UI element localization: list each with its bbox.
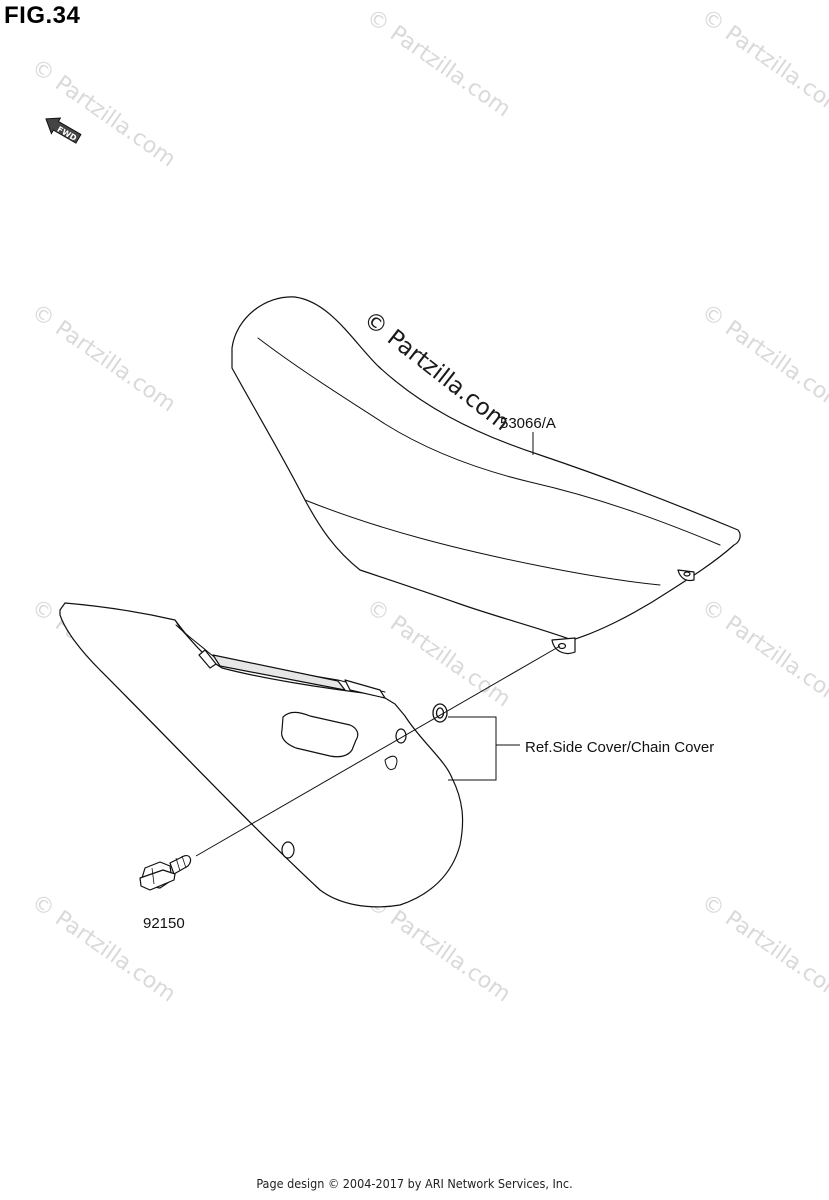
watermark-tile: © Partzilla.com xyxy=(362,4,515,122)
part-label-seat[interactable]: 53066/A xyxy=(500,415,556,432)
watermark-tile: © Partzilla.com xyxy=(27,889,180,1007)
figure-title: FIG.34 xyxy=(4,2,81,29)
part-label-bolt[interactable]: 92150 xyxy=(143,915,185,932)
fwd-arrow-icon: FWD xyxy=(45,117,82,144)
bolt-drawing xyxy=(139,855,192,891)
grommet-drawing xyxy=(432,703,448,723)
watermark-tile: © Partzilla.com xyxy=(697,299,829,417)
side-cover-drawing xyxy=(59,602,464,908)
leader-lines xyxy=(195,432,561,857)
watermark-tile: © Partzilla.com xyxy=(697,4,829,122)
watermark-tile: © Partzilla.com xyxy=(697,594,829,712)
watermark-tile: © Partzilla.com xyxy=(697,889,829,1007)
watermark-tile: © Partzilla.com xyxy=(27,54,180,172)
page-footer: Page design © 2004-2017 by ARI Network S… xyxy=(256,1176,573,1191)
seat-drawing xyxy=(231,296,741,655)
reference-label: Ref.Side Cover/Chain Cover xyxy=(525,739,714,756)
watermark-tile: © Partzilla.com xyxy=(27,299,180,417)
